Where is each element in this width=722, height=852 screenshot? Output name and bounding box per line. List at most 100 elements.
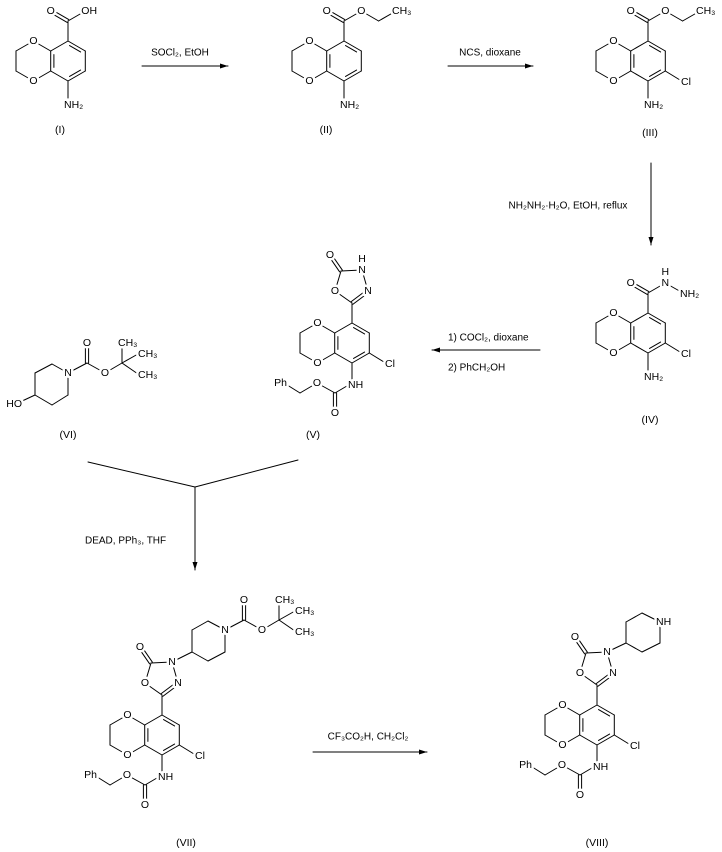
bond [351, 322, 370, 334]
bond [606, 642, 627, 653]
bond [579, 672, 598, 686]
atom-label: H [662, 266, 670, 278]
bonds [291, 9, 397, 99]
bond [350, 289, 368, 303]
atom-label: O [558, 759, 566, 771]
bond [351, 352, 370, 364]
bond [625, 642, 643, 653]
bond [291, 70, 310, 82]
bond [316, 352, 336, 364]
bond [630, 342, 649, 354]
atom-label: O [357, 5, 365, 17]
arrowhead-icon [525, 63, 533, 69]
bond [326, 70, 345, 82]
bond [629, 11, 648, 23]
bond [575, 635, 588, 653]
bond [340, 269, 363, 272]
bonds [93, 599, 296, 806]
bond [345, 45, 358, 53]
atom-label: N [603, 646, 611, 658]
bond [163, 743, 176, 751]
bond [641, 642, 661, 653]
compound-label-VII: (VII) [176, 837, 196, 849]
bond [682, 10, 701, 22]
reagent-step2: NCS, dioxane [459, 48, 521, 59]
bond [326, 40, 345, 52]
compound-label-III: (III) [642, 127, 658, 139]
bonds [595, 9, 701, 99]
bond [144, 682, 163, 696]
bond [352, 291, 370, 305]
bond [598, 709, 611, 717]
atom-label: NH [158, 771, 173, 783]
atom-label: O [47, 5, 55, 17]
bond [171, 651, 193, 663]
atom-label: O [29, 75, 37, 87]
atom-label: NH₂ [644, 99, 663, 111]
atom-label: O [331, 285, 339, 297]
bond [121, 362, 139, 375]
bond [126, 774, 146, 786]
atom-label: O [331, 407, 339, 419]
atom-label: NH [656, 616, 671, 628]
bond [334, 382, 353, 394]
bond [34, 363, 53, 374]
bond [171, 661, 179, 684]
atom-label: O [627, 277, 635, 289]
bond [67, 10, 86, 22]
bond [144, 714, 163, 726]
bond [299, 352, 318, 364]
atom-label: CH₃ [295, 626, 314, 638]
bond [544, 734, 563, 746]
atom-label: O [609, 35, 617, 47]
bond [328, 255, 341, 273]
arrowhead-icon [648, 237, 654, 245]
bond [368, 352, 385, 363]
bond [595, 40, 614, 52]
bond [595, 312, 614, 324]
atom-label: N [174, 677, 182, 689]
atom-label: Ph [519, 759, 532, 771]
bond [162, 683, 180, 697]
reagent-step4b: 2) PhCH₂OH [448, 363, 505, 374]
bond [308, 40, 328, 52]
atom-label: Cl [195, 750, 205, 762]
atom-label: OH [81, 5, 97, 17]
atom-label: Cl [681, 348, 691, 360]
bond [664, 10, 684, 22]
atom-label: O [123, 769, 131, 781]
bond [126, 744, 146, 756]
bond [144, 774, 163, 786]
atom-label: O [123, 709, 131, 721]
atom-label: O [305, 75, 313, 87]
atom-label: O [576, 789, 584, 801]
bond [51, 9, 70, 21]
bond [649, 341, 662, 349]
bond [32, 40, 52, 52]
bond [629, 283, 648, 295]
bond [67, 362, 88, 374]
bond [34, 394, 53, 406]
bond [598, 733, 611, 741]
bond [579, 652, 587, 674]
arrowhead-icon [220, 63, 228, 69]
bond [612, 70, 632, 82]
bond [69, 45, 82, 53]
atom-label: N [64, 367, 72, 379]
atom-label: O [609, 307, 617, 319]
bond [283, 382, 301, 394]
atom-label: Ph [274, 377, 287, 389]
bond [261, 619, 280, 631]
bond [353, 351, 366, 359]
bond [316, 322, 336, 334]
compound-label-VI: (VI) [60, 429, 77, 441]
atom-label: O [313, 377, 321, 389]
bond [630, 70, 649, 82]
